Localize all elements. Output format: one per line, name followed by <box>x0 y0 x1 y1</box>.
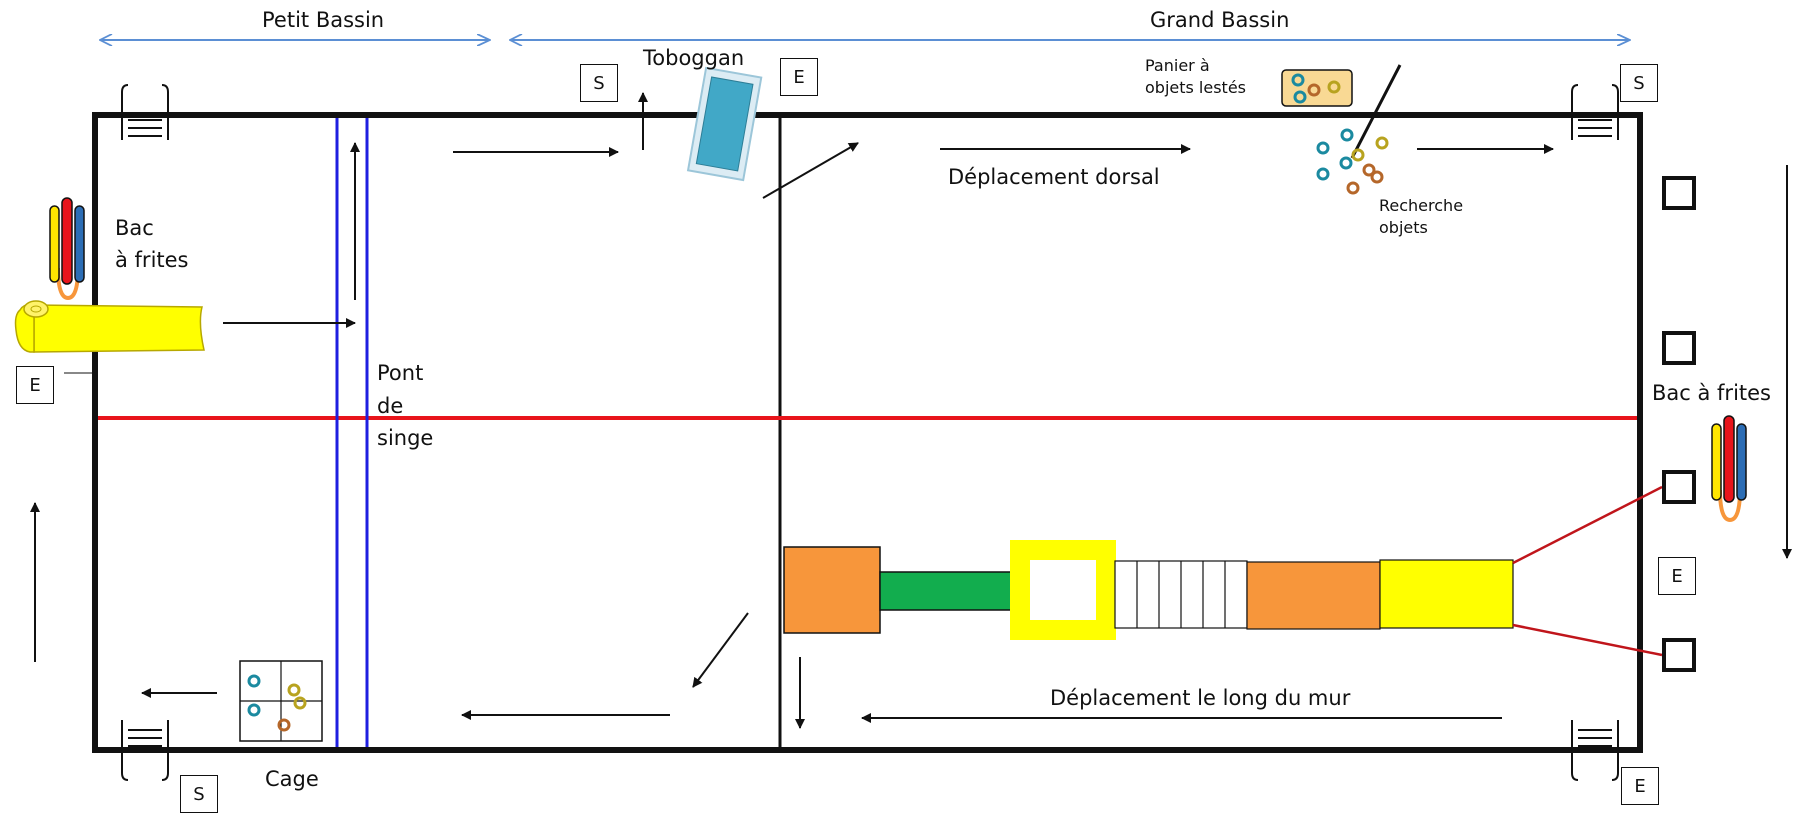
entry-marker-e: E <box>780 58 818 96</box>
red-rope <box>1512 485 1663 565</box>
pool-border <box>92 112 1643 753</box>
ladder-icon <box>1571 720 1619 781</box>
petit-bassin-label: Petit Bassin <box>262 8 385 32</box>
flow-arrow <box>762 142 859 199</box>
yellow-mat <box>1379 559 1514 629</box>
bac-a-frites-right-label: Bac à frites <box>1652 381 1771 405</box>
orange-mat-1 <box>783 546 881 634</box>
pole <box>1350 64 1402 159</box>
panier-label: Panier à objets lestés <box>1145 56 1247 97</box>
rings-icon <box>1316 128 1389 195</box>
entry-marker-e: E <box>1621 767 1659 805</box>
entry-marker-e: E <box>1658 557 1696 595</box>
cage-label: Cage <box>265 767 319 791</box>
square-marker <box>1662 638 1696 672</box>
noodle-bundle-icon <box>49 197 85 301</box>
pont-de-singe-label: Pont de singe <box>377 361 434 451</box>
recherche-objets-label: Recherche objets <box>1379 196 1464 237</box>
ladder-icon <box>1571 84 1619 140</box>
entry-marker-e: E <box>16 366 54 404</box>
ladder-icon <box>121 84 169 140</box>
square-marker <box>1662 331 1696 365</box>
square-marker <box>1662 176 1696 210</box>
deplacement-mur-label: Déplacement le long du mur <box>1050 686 1351 710</box>
deplacement-dorsal-label: Déplacement dorsal <box>948 165 1160 189</box>
cage-icon <box>239 660 323 742</box>
green-tube <box>879 571 1014 611</box>
flow-arrow <box>692 612 749 688</box>
grand-bassin-label: Grand Bassin <box>1150 8 1290 32</box>
square-marker <box>1662 470 1696 504</box>
exit-marker-s: S <box>1620 64 1658 102</box>
striped-mat <box>1114 560 1248 629</box>
orange-mat-2 <box>1246 561 1381 630</box>
mat-roll-icon <box>14 300 205 353</box>
bac-a-frites-left-label: Bac à frites <box>115 216 189 272</box>
exit-marker-s: S <box>580 64 618 102</box>
basket-icon <box>1281 69 1353 107</box>
exit-marker-s: S <box>180 775 218 813</box>
red-rope <box>1512 623 1663 657</box>
yellow-frame <box>1010 540 1116 640</box>
toboggan-label: Toboggan <box>643 46 745 70</box>
noodle-bundle-icon <box>1711 415 1747 523</box>
slide-icon <box>686 66 763 182</box>
ladder-icon <box>121 720 169 781</box>
